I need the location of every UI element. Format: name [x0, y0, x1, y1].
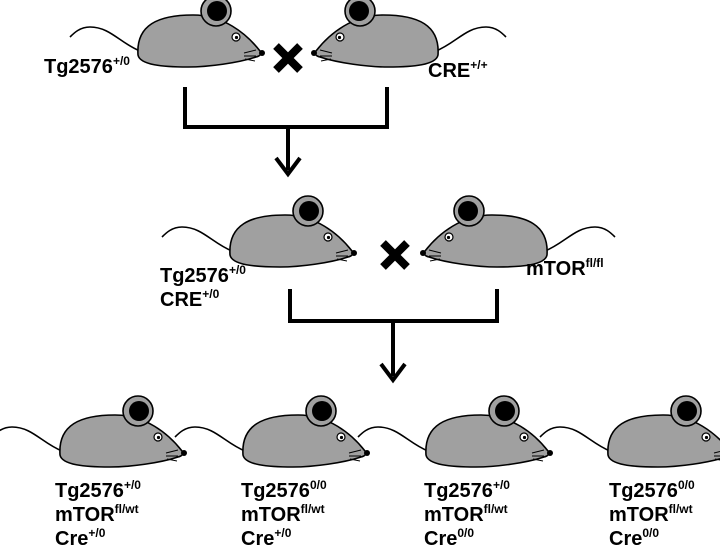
genotype-line: Cre+/0 [55, 526, 141, 552]
cross-connector [288, 289, 499, 384]
genotype-line: Tg2576+/0 [55, 478, 141, 504]
genotype-line: CRE+/+ [428, 58, 488, 84]
genotype-line: mTORfl/wt [424, 502, 510, 528]
gene-name: mTOR [55, 504, 115, 526]
genotype-label: mTORfl/fl [526, 256, 604, 282]
gene-name: Tg2576 [241, 480, 310, 502]
allele-superscript: 0/0 [457, 526, 475, 540]
cross-icon [383, 243, 407, 267]
allele-superscript: 0/0 [677, 478, 695, 492]
genotype-label: Tg2576+/0 [44, 54, 130, 80]
mouse-icon [310, 0, 507, 68]
gene-name: Tg2576 [160, 265, 229, 287]
genotype-line: mTORfl/fl [526, 256, 604, 282]
genotype-line: Tg25760/0 [241, 478, 327, 504]
gene-name: mTOR [609, 504, 669, 526]
mouse-icon [357, 395, 554, 468]
allele-superscript: fl/wt [300, 502, 325, 516]
genotype-line: Cre0/0 [424, 526, 510, 552]
cross-icon [276, 46, 300, 70]
allele-superscript: +/+ [470, 58, 488, 72]
genotype-line: Tg2576+/0 [160, 263, 246, 289]
gene-name: Tg2576 [609, 480, 678, 502]
mouse-icon [539, 395, 720, 468]
allele-superscript: +/0 [228, 263, 246, 277]
allele-superscript: +/0 [492, 478, 510, 492]
genotype-line: mTORfl/wt [609, 502, 695, 528]
allele-superscript: +/0 [274, 526, 292, 540]
gene-name: mTOR [241, 504, 301, 526]
genotype-line: Cre+/0 [241, 526, 327, 552]
allele-superscript: +/0 [202, 287, 220, 301]
gene-name: Cre [55, 528, 89, 550]
allele-superscript: +/0 [88, 526, 106, 540]
allele-superscript: 0/0 [642, 526, 660, 540]
genotype-line: Tg2576+/0 [424, 478, 510, 504]
allele-superscript: fl/fl [585, 256, 604, 270]
allele-superscript: +/0 [123, 478, 141, 492]
genotype-line: Tg25760/0 [609, 478, 695, 504]
allele-superscript: fl/wt [114, 502, 139, 516]
gene-name: CRE [160, 289, 203, 311]
gene-name: Cre [424, 528, 458, 550]
gene-name: Cre [241, 528, 275, 550]
genotype-line: Cre0/0 [609, 526, 695, 552]
mouse-icon [0, 395, 188, 468]
gene-name: Tg2576 [55, 480, 124, 502]
allele-superscript: fl/wt [483, 502, 508, 516]
allele-superscript: +/0 [112, 54, 130, 68]
gene-name: CRE [428, 60, 471, 82]
allele-superscript: fl/wt [668, 502, 693, 516]
mouse-icon [161, 195, 358, 268]
genotype-line: CRE+/0 [160, 287, 246, 313]
mouse-icon [174, 395, 371, 468]
gene-name: Cre [609, 528, 643, 550]
genotype-label: CRE+/+ [428, 58, 488, 84]
cross-connector [183, 87, 389, 178]
allele-superscript: 0/0 [309, 478, 327, 492]
gene-name: Tg2576 [424, 480, 493, 502]
genotype-line: Tg2576+/0 [44, 54, 130, 80]
gene-name: mTOR [526, 258, 586, 280]
genotype-line: mTORfl/wt [55, 502, 141, 528]
genotype-line: mTORfl/wt [241, 502, 327, 528]
gene-name: Tg2576 [44, 56, 113, 78]
gene-name: mTOR [424, 504, 484, 526]
